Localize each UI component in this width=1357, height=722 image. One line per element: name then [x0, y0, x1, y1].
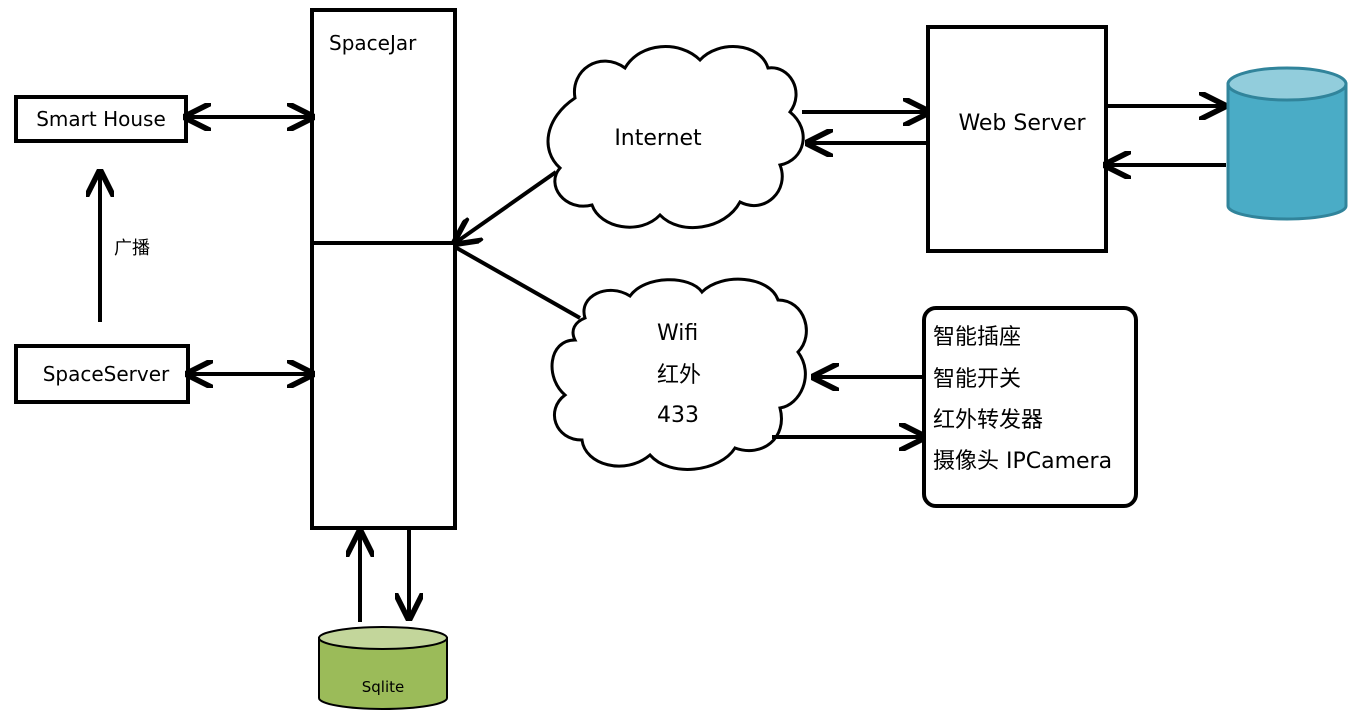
smart-house-node: Smart House [14, 95, 188, 143]
smart-house-label: Smart House [36, 107, 166, 131]
local-network-line2: 红外 [657, 363, 701, 388]
device-ir-forwarder: 红外转发器 [933, 408, 1043, 433]
sqlite-label: Sqlite [362, 678, 405, 696]
broadcast-label: 广播 [114, 238, 150, 259]
spacejar-localnet-link [454, 245, 581, 320]
internet-label: Internet [614, 126, 702, 151]
sqlite-cylinder-top [318, 626, 448, 650]
web-db-cylinder-body [1226, 82, 1348, 221]
space-server-node: SpaceServer [14, 344, 190, 404]
spacejar-internet-link [455, 170, 558, 243]
local-network-cloud: Wifi 红外 433 [550, 277, 808, 471]
web-server-label: Web Server [958, 111, 1086, 136]
internet-cloud-shape [546, 45, 805, 229]
devices-node: 智能插座 智能开关 红外转发器 摄像头 IPCamera [922, 306, 1138, 508]
space-jar-label: SpaceJar [329, 31, 417, 55]
device-ip-camera: 摄像头 IPCamera [933, 449, 1112, 474]
sqlite-cylinder-body [318, 637, 448, 710]
web-db-cylinder-top [1226, 66, 1348, 102]
local-network-line3: 433 [657, 403, 699, 428]
sqlite-database: Sqlite [318, 626, 448, 710]
local-network-line1: Wifi [657, 321, 698, 346]
space-server-label: SpaceServer [43, 362, 170, 386]
web-database [1226, 66, 1348, 221]
device-smart-switch: 智能开关 [933, 367, 1021, 392]
device-smart-socket: 智能插座 [933, 325, 1021, 350]
web-server-node: Web Server [926, 25, 1108, 253]
internet-cloud: Internet [546, 45, 805, 229]
space-jar-node: SpaceJar [310, 8, 457, 530]
